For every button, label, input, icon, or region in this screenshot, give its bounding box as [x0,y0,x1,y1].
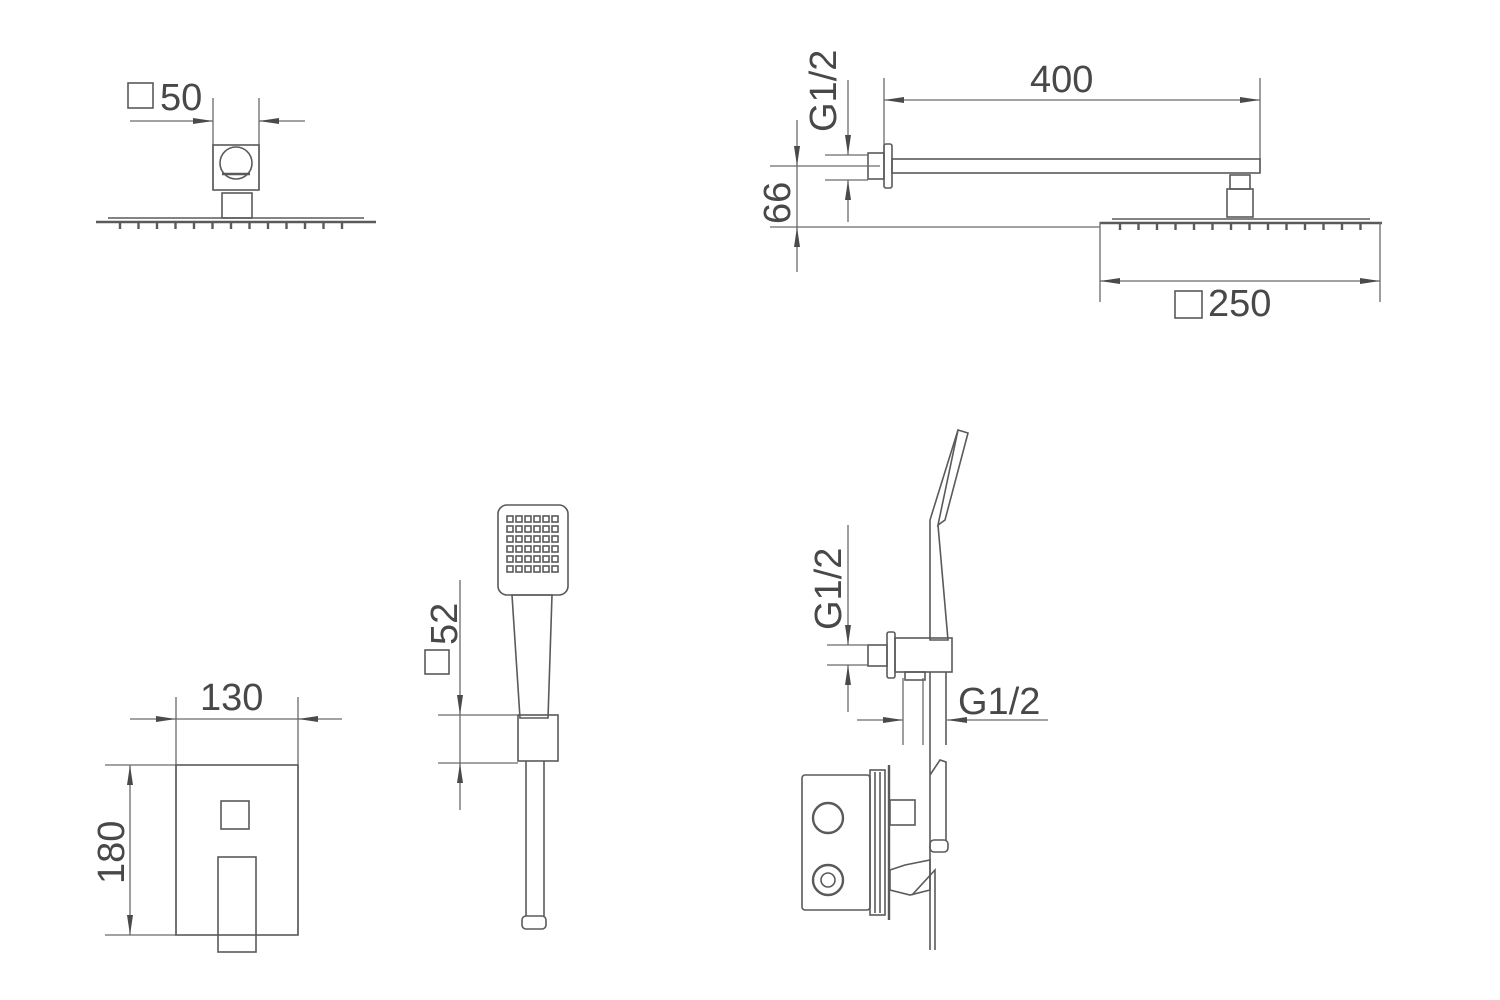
mixer-plate [175,764,299,936]
spray-nozzle [515,525,523,533]
dim-400-label: 400 [1030,59,1093,101]
spray-nozzle [506,515,514,523]
dim-50-label: 50 [160,77,202,119]
spray-nozzle [551,545,559,553]
spray-nozzle [524,545,532,553]
spray-nozzle [533,555,541,563]
spray-nozzle [506,535,514,543]
mixer-side-view: G1/2 G1/2 [801,428,1048,950]
spray-nozzle [542,515,550,523]
spray-nozzle-grid [506,515,559,573]
spray-nozzle [515,545,523,553]
spray-nozzle [506,555,514,563]
dim-180-label: 180 [91,821,133,884]
spray-nozzle [533,525,541,533]
dim-130-label: 130 [200,677,263,719]
wall-outlet [894,637,953,673]
spray-nozzle [506,525,514,533]
spray-nozzle [524,525,532,533]
square-symbol [1174,290,1203,319]
dim-66-label: 66 [757,182,799,224]
spray-nozzle [551,565,559,573]
nozzles [1118,224,1362,230]
head-front-view: 50 [96,77,376,229]
spray-nozzle [533,535,541,543]
square-symbol [127,82,154,109]
dim-250-label: 250 [1208,283,1271,325]
spray-nozzle [524,515,532,523]
spray-nozzle [533,545,541,553]
square-symbol [424,649,450,675]
spray-nozzle [542,535,550,543]
spray-nozzle [533,565,541,573]
spray-nozzle [515,515,523,523]
mixer-lever [217,856,257,953]
spray-nozzle [515,565,523,573]
spray-nozzle [524,535,532,543]
nozzles [118,223,344,229]
spray-nozzle [506,565,514,573]
shower-arm [891,158,1261,174]
spray-nozzle [506,545,514,553]
spray-nozzle [542,525,550,533]
spray-nozzle [551,525,559,533]
spray-nozzle [551,555,559,563]
hand-shower-view: 52 [424,504,569,930]
spray-nozzle [515,555,523,563]
spray-nozzle [542,565,550,573]
mixer-front-view: 130 180 [91,677,342,953]
dim-g12-label: G1/2 [803,50,845,132]
spray-nozzle [533,515,541,523]
spray-nozzle [542,545,550,553]
valve-body [801,774,871,911]
wall-plate [212,144,260,191]
head-side-view: 400 G1/2 66 250 [757,50,1382,325]
dim-52-label: 52 [424,603,466,645]
holder [517,714,559,762]
spray-nozzle [524,565,532,573]
spray-nozzle [542,555,550,563]
dim-g12-outlet-label: G1/2 [808,548,850,630]
spray-nozzle [515,535,523,543]
spray-nozzle [524,555,532,563]
spray-nozzle [551,535,559,543]
dim-g12-wall-label: G1/2 [958,681,1040,723]
spray-nozzle [551,515,559,523]
